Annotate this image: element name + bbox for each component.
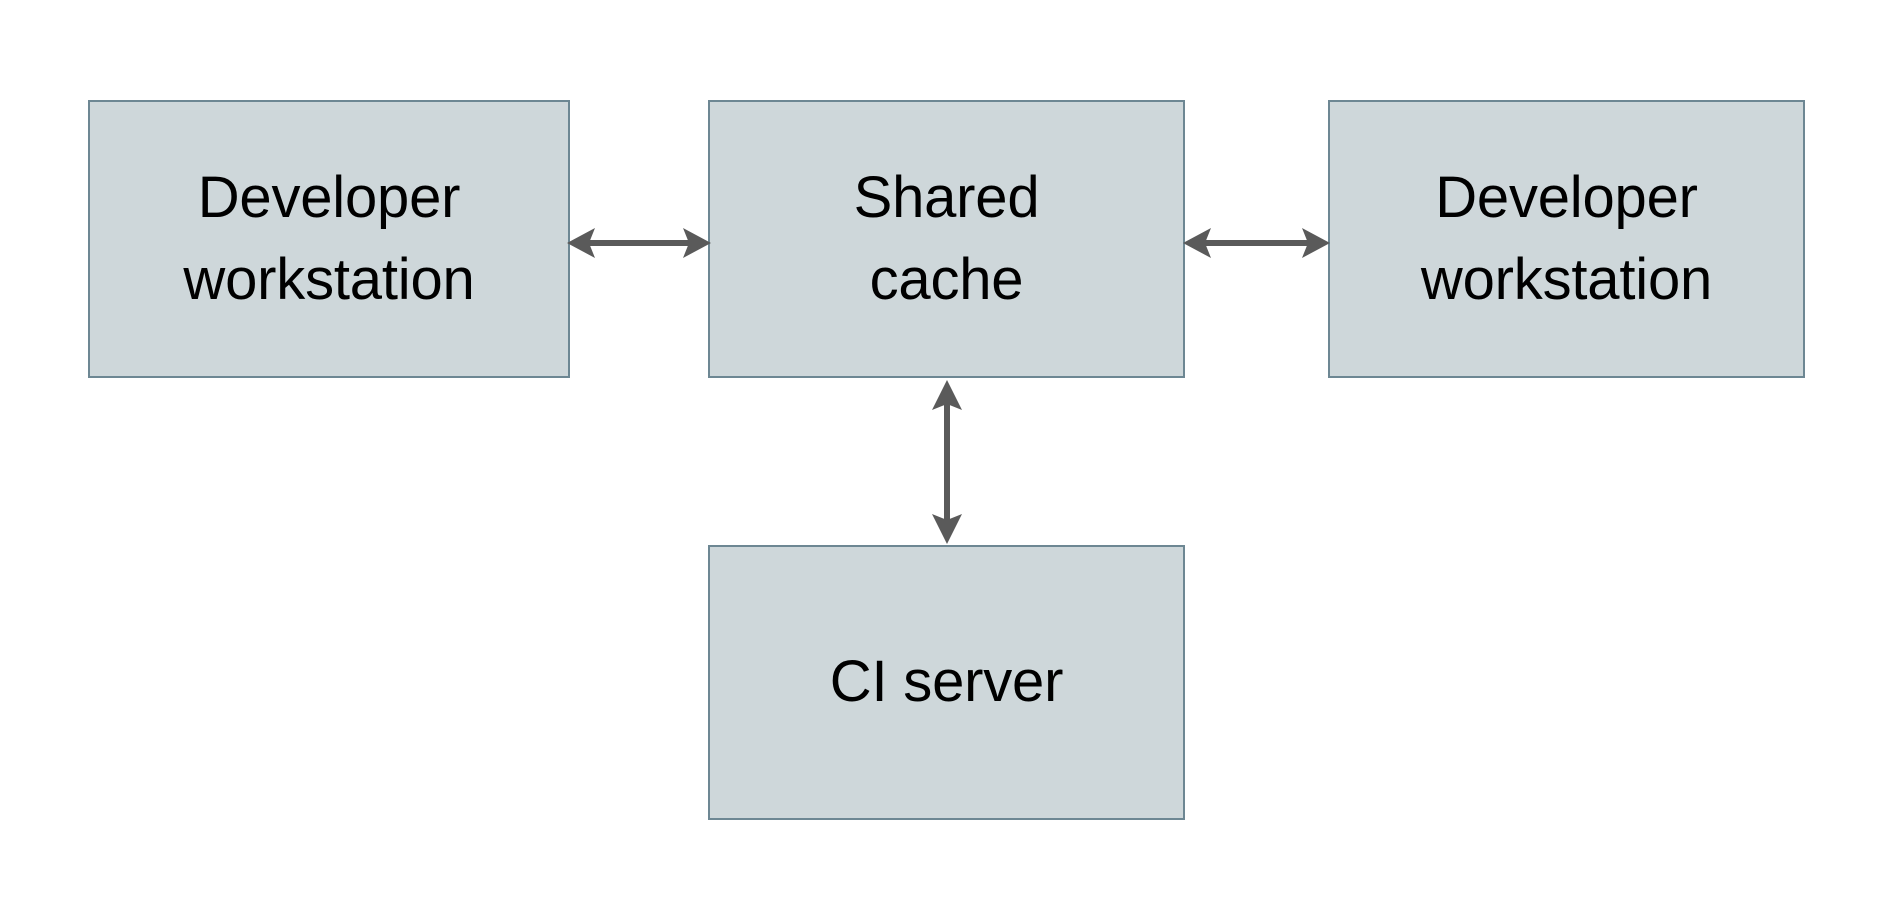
connector-shared-cache-to-dev-right	[1183, 228, 1330, 258]
node-developer-workstation-left[interactable]: Developer workstation	[88, 100, 570, 378]
node-label: Developer workstation	[1420, 164, 1713, 312]
node-label: Shared cache	[853, 164, 1040, 312]
node-developer-workstation-right[interactable]: Developer workstation	[1328, 100, 1805, 378]
double-arrow-icon	[932, 380, 962, 544]
double-arrow-icon	[567, 228, 711, 258]
node-shared-cache[interactable]: Shared cache	[708, 100, 1185, 378]
node-ci-server[interactable]: CI server	[708, 545, 1185, 820]
connector-dev-left-to-shared-cache	[567, 228, 711, 258]
double-arrow-icon	[1183, 228, 1330, 258]
connector-shared-cache-to-ci-server	[932, 380, 962, 544]
node-label: CI server	[829, 649, 1064, 715]
node-label: Developer workstation	[183, 164, 475, 312]
